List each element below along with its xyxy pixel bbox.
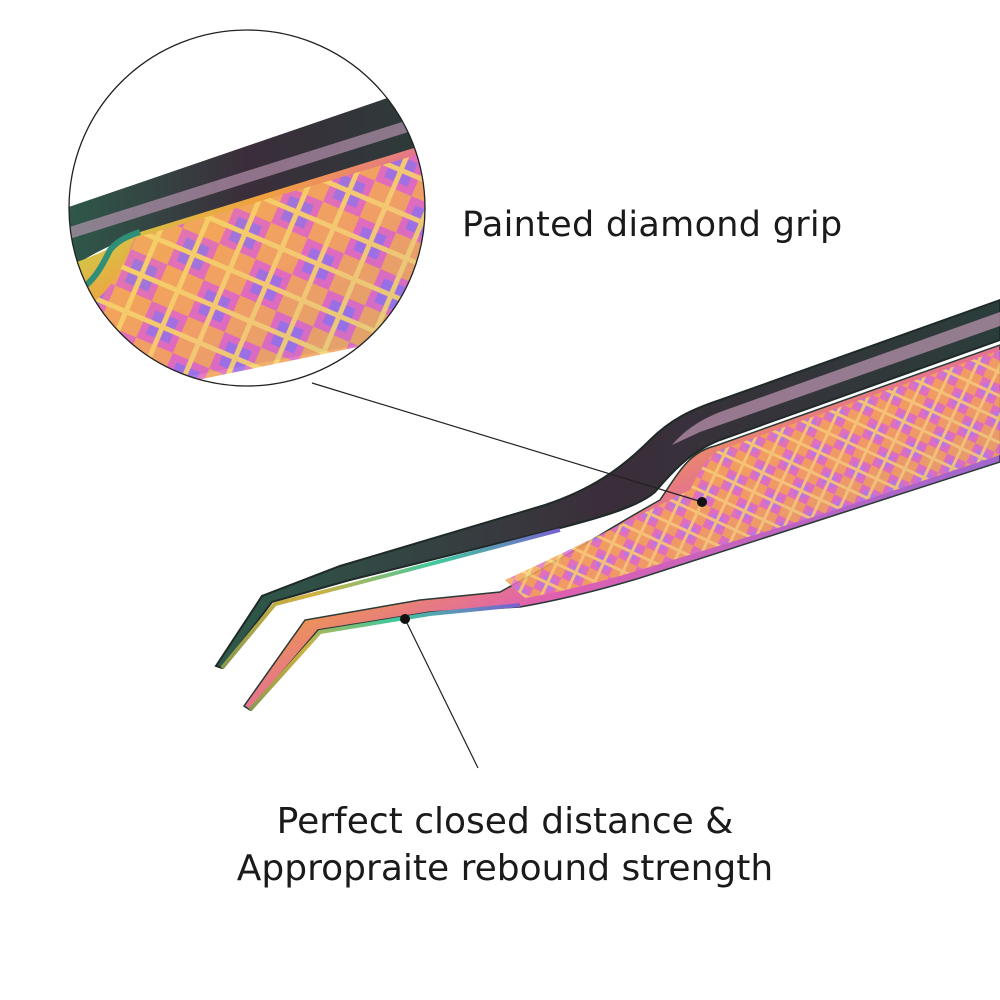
zoom-circle-border bbox=[68, 29, 426, 387]
tip-callout-line-2: Appropraite rebound strength bbox=[236, 848, 774, 889]
tip-leader-line bbox=[404, 618, 479, 769]
tip-pointer-dot bbox=[400, 614, 410, 624]
grip-pointer-dot bbox=[697, 497, 707, 507]
zoom-detail-circle bbox=[68, 29, 426, 387]
grip-callout-text: Painted diamond grip bbox=[462, 205, 843, 245]
tweezers-body bbox=[214, 298, 1000, 712]
tip-callout-line-1: Perfect closed distance & bbox=[276, 801, 734, 842]
grip-leader-line bbox=[311, 382, 703, 503]
